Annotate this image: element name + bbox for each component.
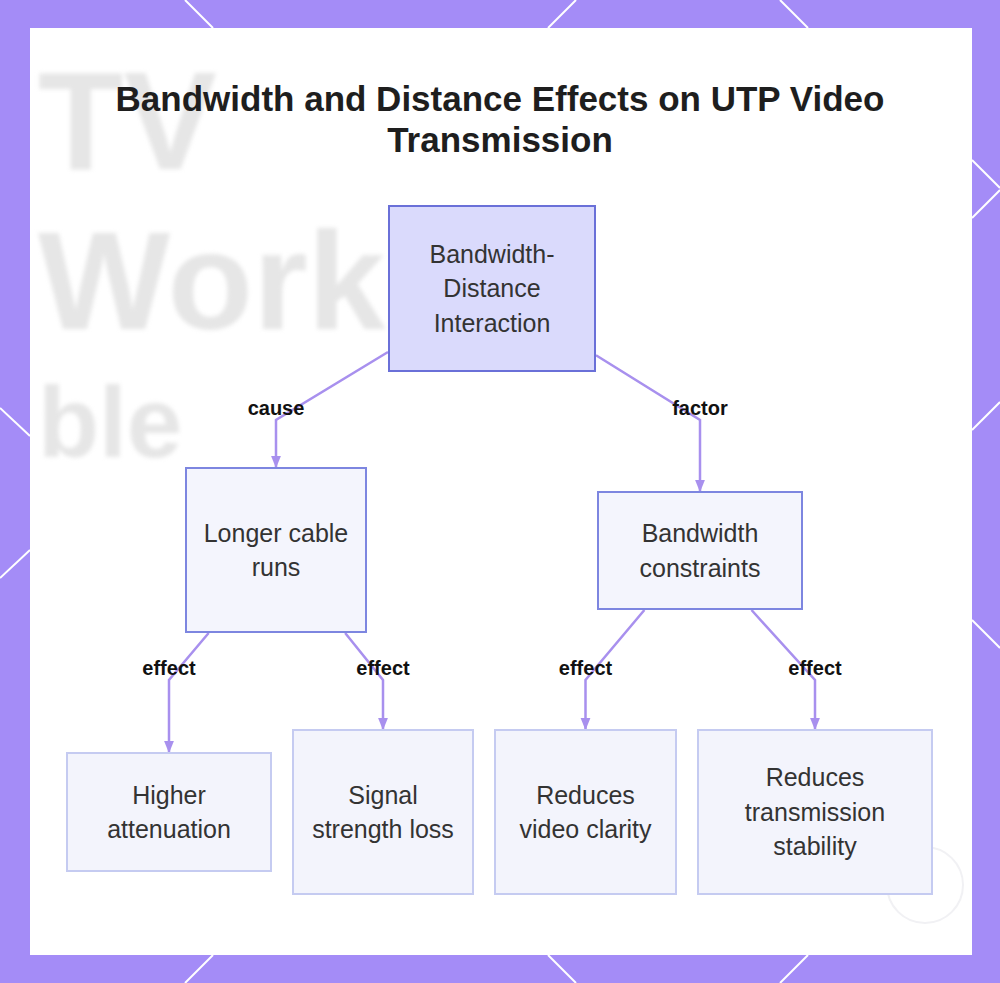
watermark-text: Work (38, 200, 385, 362)
connector-arrow (596, 355, 700, 491)
connector-arrow (345, 633, 383, 729)
watermark-text: TV (38, 40, 217, 202)
white-panel (30, 28, 972, 955)
edge-label: effect (356, 657, 409, 680)
process-box: Bandwidth-Distance Interaction (388, 205, 596, 372)
process-box: Longer cable runs (185, 467, 367, 633)
watermark-text: ble (38, 365, 182, 480)
edge-label: effect (559, 657, 612, 680)
box-text: Reduces transmission stability (699, 760, 931, 864)
connector-arrow (169, 633, 209, 752)
process-box: Higher attenuation (66, 752, 272, 872)
box-text: Bandwidth constraints (599, 516, 801, 585)
process-box: Signal strength loss (292, 729, 474, 895)
box-text: Reduces video clarity (496, 778, 675, 847)
edge-label: factor (672, 397, 728, 420)
process-box: Reduces transmission stability (697, 729, 933, 895)
edge-label: effect (142, 657, 195, 680)
process-box: Reduces video clarity (494, 729, 677, 895)
box-text: Longer cable runs (187, 516, 365, 585)
box-text: Signal strength loss (294, 778, 472, 847)
diagram-title: Bandwidth and Distance Effects on UTP Vi… (100, 78, 900, 161)
box-text: Higher attenuation (68, 778, 270, 847)
edge-label: cause (248, 397, 305, 420)
process-box: Bandwidth constraints (597, 491, 803, 610)
edge-label: effect (788, 657, 841, 680)
box-text: Bandwidth-Distance Interaction (390, 237, 594, 341)
